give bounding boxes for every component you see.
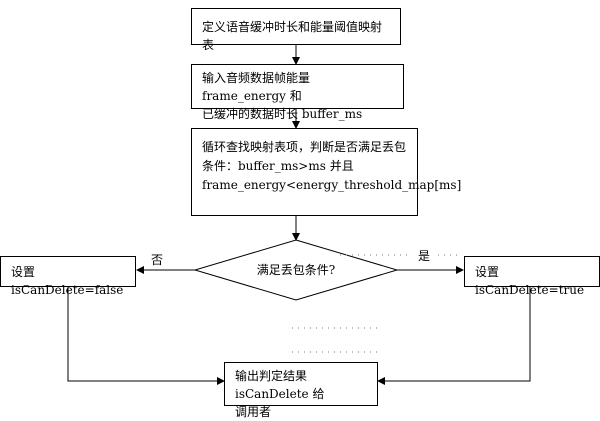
step-loop-check-line3: frame_energy<energy_threshold_map[ms] (202, 178, 462, 192)
step-loop-check: 循环查找映射表项，判断是否满足丢包 条件：buffer_ms>ms 并且 fra… (191, 128, 462, 216)
step-input-data: 输入音频数据帧能量 frame_energy 和 已缓冲的数据时长 buffer… (191, 64, 404, 121)
step-define-map: 定义语音缓冲时长和能量阈值映射表 (191, 8, 401, 52)
edge-label-no: 否 (151, 253, 164, 267)
flowchart-connectors (67, 45, 531, 385)
step-output-result-line2: 调用者 (235, 405, 272, 419)
step-input-data-line2: 已缓冲的数据时长 buffer_ms (202, 107, 363, 121)
step-loop-check-line2: 条件：buffer_ms>ms 并且 (202, 159, 354, 173)
edge-label-yes: 是 (418, 249, 431, 263)
step-output-result-line1: 输出判定结果 isCanDelete 给 (235, 369, 325, 401)
step-output-result: 输出判定结果 isCanDelete 给 调用者 (224, 362, 378, 419)
decision-label: 满足丢包条件? (256, 263, 336, 277)
step-loop-check-line1: 循环查找映射表项，判断是否满足丢包 (202, 140, 407, 154)
step-set-false-text: 设置 isCanDelete=false (11, 265, 124, 297)
arrow-false-to-output (67, 287, 225, 385)
step-define-map-text: 定义语音缓冲时长和能量阈值映射表 (202, 20, 383, 52)
step-input-data-line1: 输入音频数据帧能量 frame_energy 和 (202, 71, 311, 103)
step-set-false: 设置 isCanDelete=false (0, 256, 136, 297)
step-set-true: 设置 isCanDelete=true (464, 256, 600, 297)
flowchart: 定义语音缓冲时长和能量阈值映射表 输入音频数据帧能量 frame_energy … (0, 8, 600, 419)
arrow-true-to-output (377, 287, 531, 385)
step-set-true-text: 设置 isCanDelete=true (475, 265, 585, 297)
